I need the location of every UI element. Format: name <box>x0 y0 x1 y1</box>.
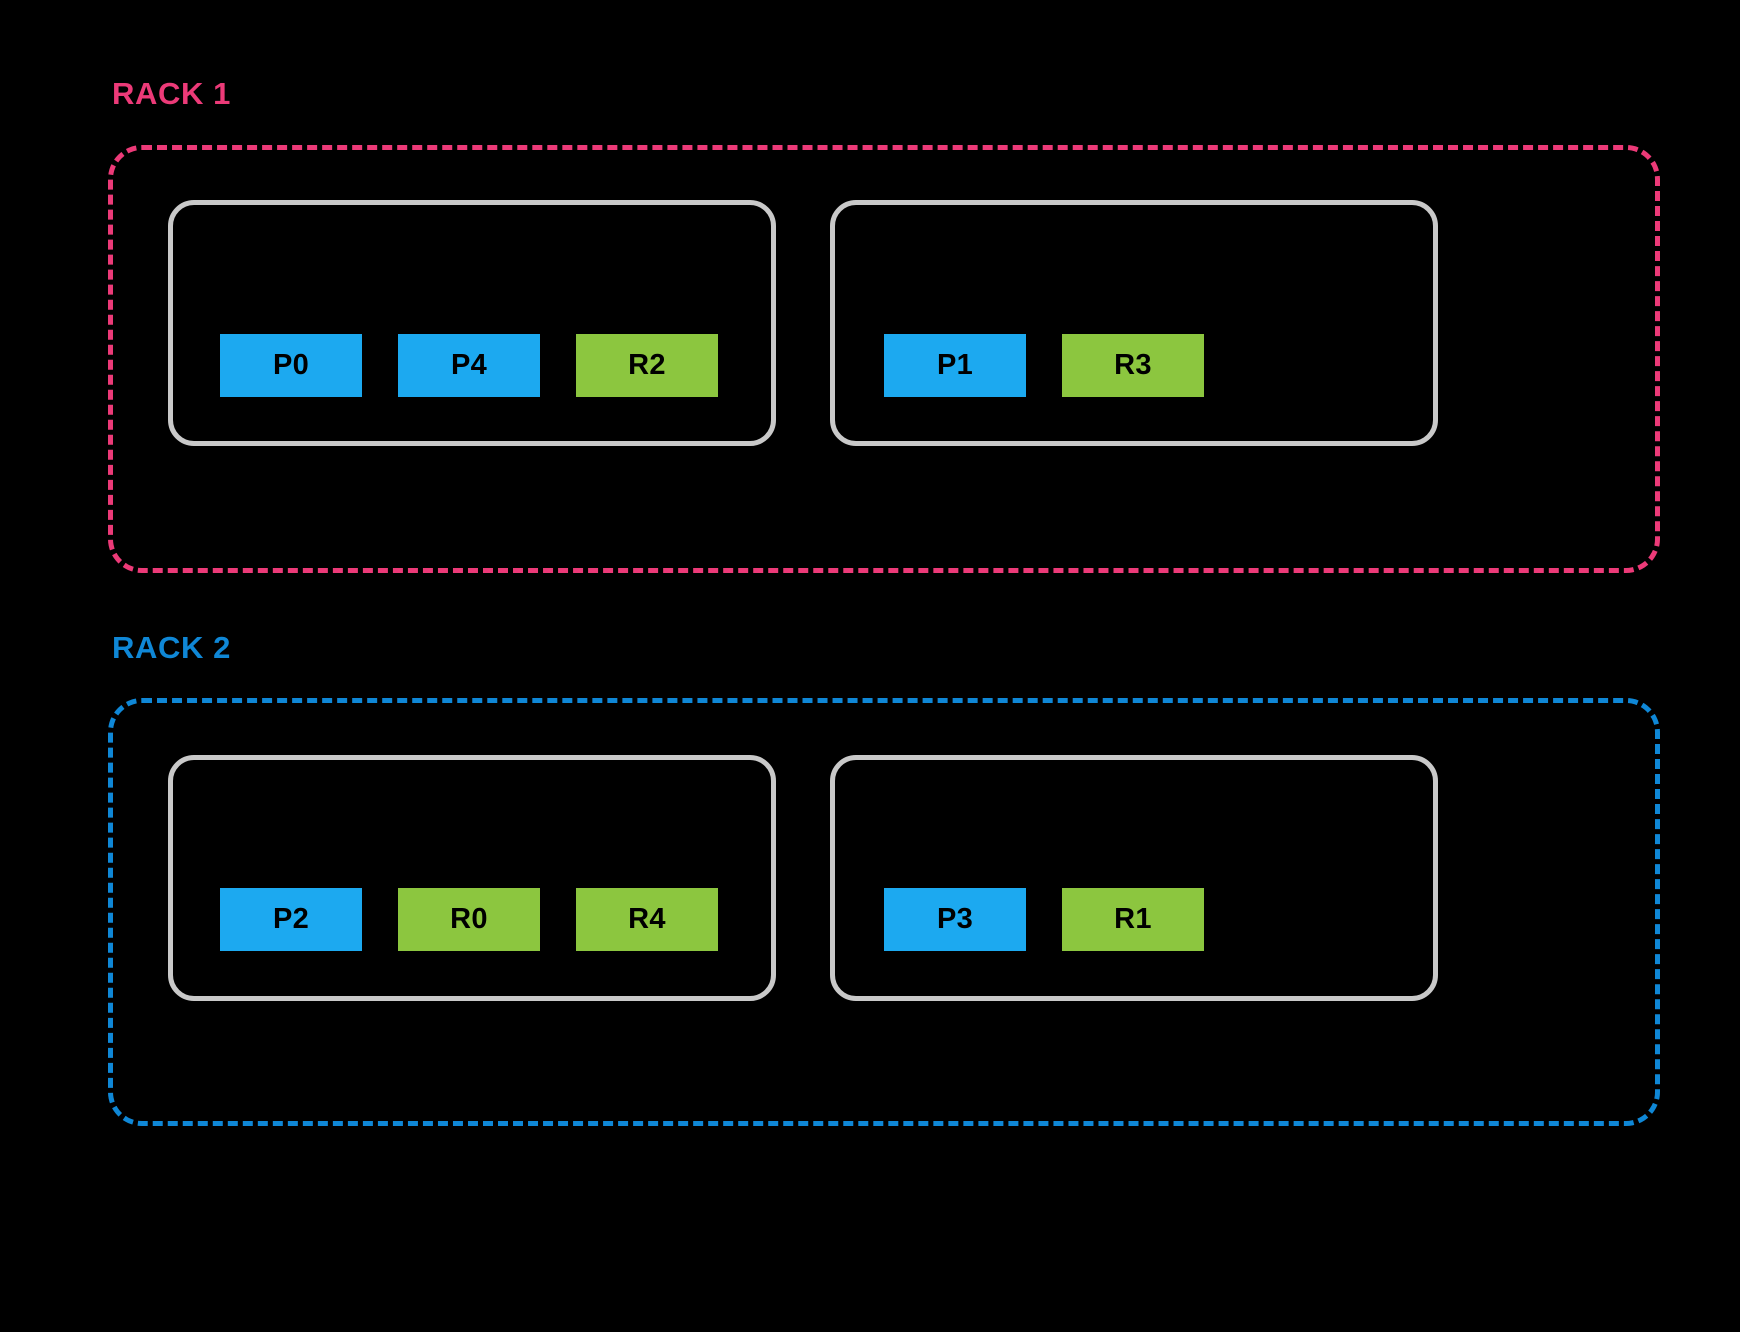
replica-block-r4[interactable]: R4 <box>576 888 718 951</box>
node-box-2-1 <box>168 755 776 1001</box>
unit-row-1-1: P0 P4 R2 <box>220 334 718 397</box>
rack-boundary-2 <box>108 698 1660 1126</box>
partition-block-p0[interactable]: P0 <box>220 334 362 397</box>
unit-row-2-2: P3 R1 <box>884 888 1204 951</box>
node-box-1-1 <box>168 200 776 446</box>
unit-row-2-1: P2 R0 R4 <box>220 888 718 951</box>
rack-label-2: RACK 2 <box>112 630 232 665</box>
partition-block-p4[interactable]: P4 <box>398 334 540 397</box>
partition-block-p1[interactable]: P1 <box>884 334 1026 397</box>
replica-block-r1[interactable]: R1 <box>1062 888 1204 951</box>
partition-block-p3[interactable]: P3 <box>884 888 1026 951</box>
node-box-2-2 <box>830 755 1438 1001</box>
replica-block-r2[interactable]: R2 <box>576 334 718 397</box>
replica-block-r3[interactable]: R3 <box>1062 334 1204 397</box>
unit-row-1-2: P1 R3 <box>884 334 1204 397</box>
node-box-1-2 <box>830 200 1438 446</box>
replica-block-r0[interactable]: R0 <box>398 888 540 951</box>
partition-block-p2[interactable]: P2 <box>220 888 362 951</box>
rack-label-1: RACK 1 <box>112 76 232 111</box>
rack-boundary-1 <box>108 145 1660 573</box>
